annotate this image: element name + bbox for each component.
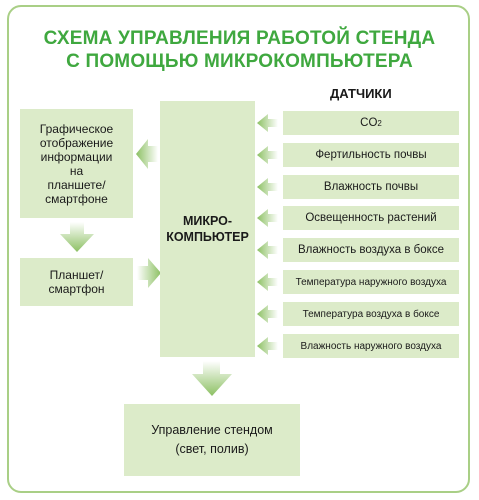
- arrow-sensor-to-micro: [257, 178, 278, 196]
- stand-control-box-line: (свет, полив): [175, 442, 249, 456]
- microcomputer-box: МИКРО- КОМПЬЮТЕР: [160, 101, 255, 357]
- arrow-display-to-tablet: [60, 222, 94, 252]
- sensor-co2-subscript: 2: [377, 118, 382, 128]
- arrow-sensor-to-micro: [257, 273, 278, 291]
- arrow-micro-to-control: [192, 361, 232, 396]
- stand-control-box: Управление стендом (свет, полив): [124, 404, 300, 476]
- sensor-box-air-humidity: Влажность воздуха в боксе: [283, 238, 459, 262]
- arrow-sensor-to-micro: [257, 146, 278, 164]
- diagram-title-line-2: С ПОМОЩЬЮ МИКРОКОМПЬЮТЕРА: [66, 51, 413, 72]
- arrow-micro-to-display: [136, 139, 158, 169]
- sensor-plant-illumination: Освещенность растений: [283, 206, 459, 230]
- microcomputer-box-line: МИКРО-: [182, 214, 233, 228]
- display-box-line: планшете/: [47, 177, 106, 192]
- sensors-heading: ДАТЧИКИ: [330, 86, 392, 101]
- stand-control-box-line: Управление стендом: [151, 423, 273, 437]
- display-box-line: отображение: [39, 135, 114, 150]
- display-box-line: Графическое: [39, 121, 114, 136]
- sensor-box-air-temperature: Температура воздуха в боксе: [283, 302, 459, 326]
- sensor-soil-fertility: Фертильность почвы: [283, 143, 459, 167]
- display-box-line: смартфоне: [45, 191, 108, 206]
- arrow-sensor-to-micro: [257, 209, 278, 227]
- tablet-box-line: Планшет/: [49, 268, 104, 282]
- tablet-box-line: смартфон: [48, 282, 105, 296]
- microcomputer-box-line: КОМПЬЮТЕР: [166, 230, 249, 244]
- sensor-co2-label: CO: [360, 117, 378, 129]
- display-box-line: на: [69, 163, 84, 178]
- sensor-soil-moisture: Влажность почвы: [283, 175, 459, 199]
- sensor-outdoor-air-temperature: Температура наружного воздуха: [283, 270, 459, 294]
- diagram-title-line-1: СХЕМА УПРАВЛЕНИЯ РАБОТОЙ СТЕНДА: [43, 28, 436, 49]
- arrow-sensor-to-micro: [257, 114, 278, 132]
- arrow-sensor-to-micro: [257, 337, 278, 355]
- sensor-outdoor-air-humidity: Влажность наружного воздуха: [283, 334, 459, 358]
- tablet-box: Планшет/ смартфон: [20, 258, 133, 306]
- arrow-tablet-to-micro: [137, 258, 161, 288]
- arrow-sensor-to-micro: [257, 241, 278, 259]
- display-box: Графическое отображение информации на пл…: [20, 109, 133, 218]
- arrow-sensor-to-micro: [257, 305, 278, 323]
- display-box-line: информации: [40, 149, 113, 164]
